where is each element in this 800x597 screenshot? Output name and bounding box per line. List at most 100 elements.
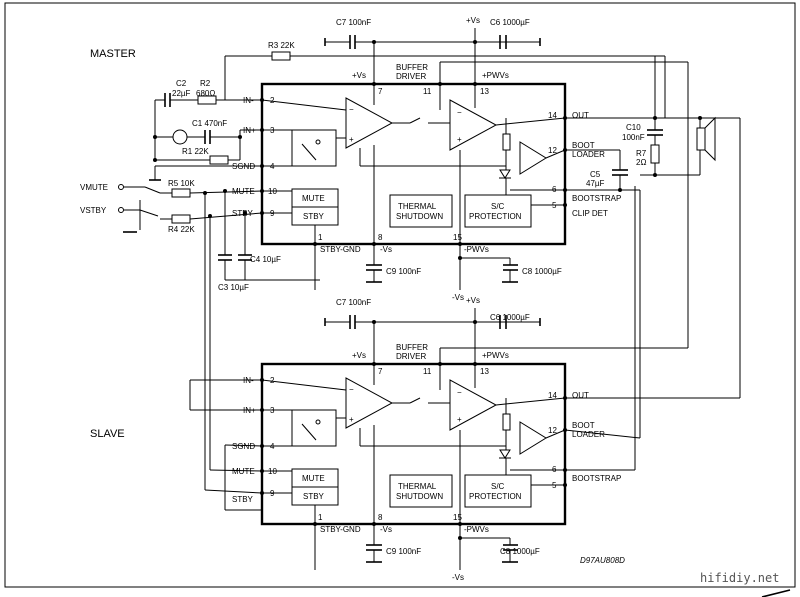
m-pin-14: 14 (548, 111, 557, 120)
s-pin-14: 14 (548, 391, 557, 400)
r3-resistor (271, 51, 291, 61)
s-protection: PROTECTION (469, 492, 522, 501)
r5-label: R5 10K (168, 179, 195, 188)
s-thermal: THERMAL (398, 482, 437, 491)
slave-label: SLAVE (90, 428, 125, 440)
s-pin-7: 7 (378, 367, 383, 376)
m-pin-13: 13 (480, 87, 489, 96)
c7-label: C7 100nF (336, 18, 371, 27)
r1-resistor (209, 155, 229, 165)
r7-resistor (650, 144, 660, 164)
c5-value: 47µF (586, 179, 605, 188)
s-pin-5: 5 (552, 481, 557, 490)
c2-value: 22µF (172, 89, 191, 98)
s-sc: S/C (491, 482, 505, 491)
c2-label: C2 (176, 79, 187, 88)
s-pin-9: 9 (270, 489, 275, 498)
vstby-label: VSTBY (80, 206, 107, 215)
s-c7-label: C7 100nF (336, 298, 371, 307)
s-c9-label: C9 100nF (386, 547, 421, 556)
r4-label: R4 22K (168, 225, 195, 234)
m-pin-4: 4 (270, 162, 275, 171)
m-stby-block: STBY (303, 212, 325, 221)
m-thermal: THERMAL (398, 202, 437, 211)
s-pin-4: 4 (270, 442, 275, 451)
m-pin-12: 12 (548, 146, 557, 155)
watermark: hifidiy.net (700, 571, 779, 585)
s-pin-11: 11 (423, 367, 432, 376)
s-stby-block: STBY (303, 492, 325, 501)
c3-label: C3 10µF (218, 283, 249, 292)
s-plus-vs-supply: +Vs (466, 296, 480, 305)
c4-label: C4 10µF (250, 255, 281, 264)
s-stby: STBY (232, 495, 254, 504)
m-loader: LOADER (572, 150, 605, 159)
s-sgnd: SGND (232, 442, 255, 451)
s-bootstrap: BOOTSTRAP (572, 474, 621, 483)
c10-value: 100nF (622, 133, 645, 142)
m-sc: S/C (491, 202, 505, 211)
m-boot: BOOT (572, 141, 595, 150)
s-pin-2: 2 (270, 376, 275, 385)
m-pin-9: 9 (270, 209, 275, 218)
s-in-minus: IN- (243, 376, 254, 385)
s-shutdown: SHUTDOWN (396, 492, 443, 501)
r1-label: R1 22K (182, 147, 209, 156)
m-minus-pwvs: -PWVs (464, 245, 489, 254)
s-minus-vs: -Vs (380, 525, 392, 534)
s-minus-pwvs: -PWVs (464, 525, 489, 534)
s-pin-10: 10 (268, 467, 277, 476)
r5-resistor (171, 188, 191, 198)
m-pin-15: 15 (453, 233, 462, 242)
plus-vs-supply: +Vs (466, 16, 480, 25)
r7-label: R7 (636, 149, 647, 158)
m-mute: MUTE (232, 187, 255, 196)
diagram-code: D97AU808D (580, 556, 625, 565)
speaker-icon (696, 127, 706, 151)
s-stby-gnd: STBY-GND (320, 525, 361, 534)
m-pin-7: 7 (378, 87, 383, 96)
m-mute-block: MUTE (302, 194, 325, 203)
c5-label: C5 (590, 170, 601, 179)
s-pin-3: 3 (270, 406, 275, 415)
m-pin-10: 10 (268, 187, 277, 196)
minus-vs-supply: -Vs (452, 293, 464, 302)
s-minus-vs-supply: -Vs (452, 573, 464, 582)
vmute-label: VMUTE (80, 183, 108, 192)
s-plus-vs: +Vs (352, 351, 366, 360)
s-boot: BOOT (572, 421, 595, 430)
m-sgnd: SGND (232, 162, 255, 171)
s-driver: DRIVER (396, 352, 426, 361)
m-minus-vs: -Vs (380, 245, 392, 254)
m-bootstrap: BOOTSTRAP (572, 194, 621, 203)
m-in-minus: IN- (243, 96, 254, 105)
s-pin-12: 12 (548, 426, 557, 435)
r2-value: 680Ω (196, 89, 215, 98)
s-pin-13: 13 (480, 367, 489, 376)
s-plus-pwvs: +PWVs (482, 351, 509, 360)
r3-label: R3 22K (268, 41, 295, 50)
s-out: OUT (572, 391, 589, 400)
m-shutdown: SHUTDOWN (396, 212, 443, 221)
master-label: MASTER (90, 48, 136, 60)
m-plus-pwvs: +PWVs (482, 71, 509, 80)
c10-label: C10 (626, 123, 641, 132)
m-in-plus: IN+ (243, 126, 256, 135)
s-pin-6: 6 (552, 465, 557, 474)
c8-label: C8 1000µF (522, 267, 562, 276)
m-out: OUT (572, 111, 589, 120)
r4-resistor (171, 214, 191, 224)
m-stby-gnd: STBY-GND (320, 245, 361, 254)
m-buffer: BUFFER (396, 63, 428, 72)
m-pin-8: 8 (378, 233, 383, 242)
s-c6-label: C6 1000µF (490, 313, 530, 322)
m-pin-11: 11 (423, 87, 432, 96)
m-plus-vs: +Vs (352, 71, 366, 80)
r2-label: R2 (200, 79, 211, 88)
s-buffer: BUFFER (396, 343, 428, 352)
s-mute: MUTE (232, 467, 255, 476)
r7-value: 2Ω (636, 158, 646, 167)
s-pin-15: 15 (453, 513, 462, 522)
s-in-plus: IN+ (243, 406, 256, 415)
